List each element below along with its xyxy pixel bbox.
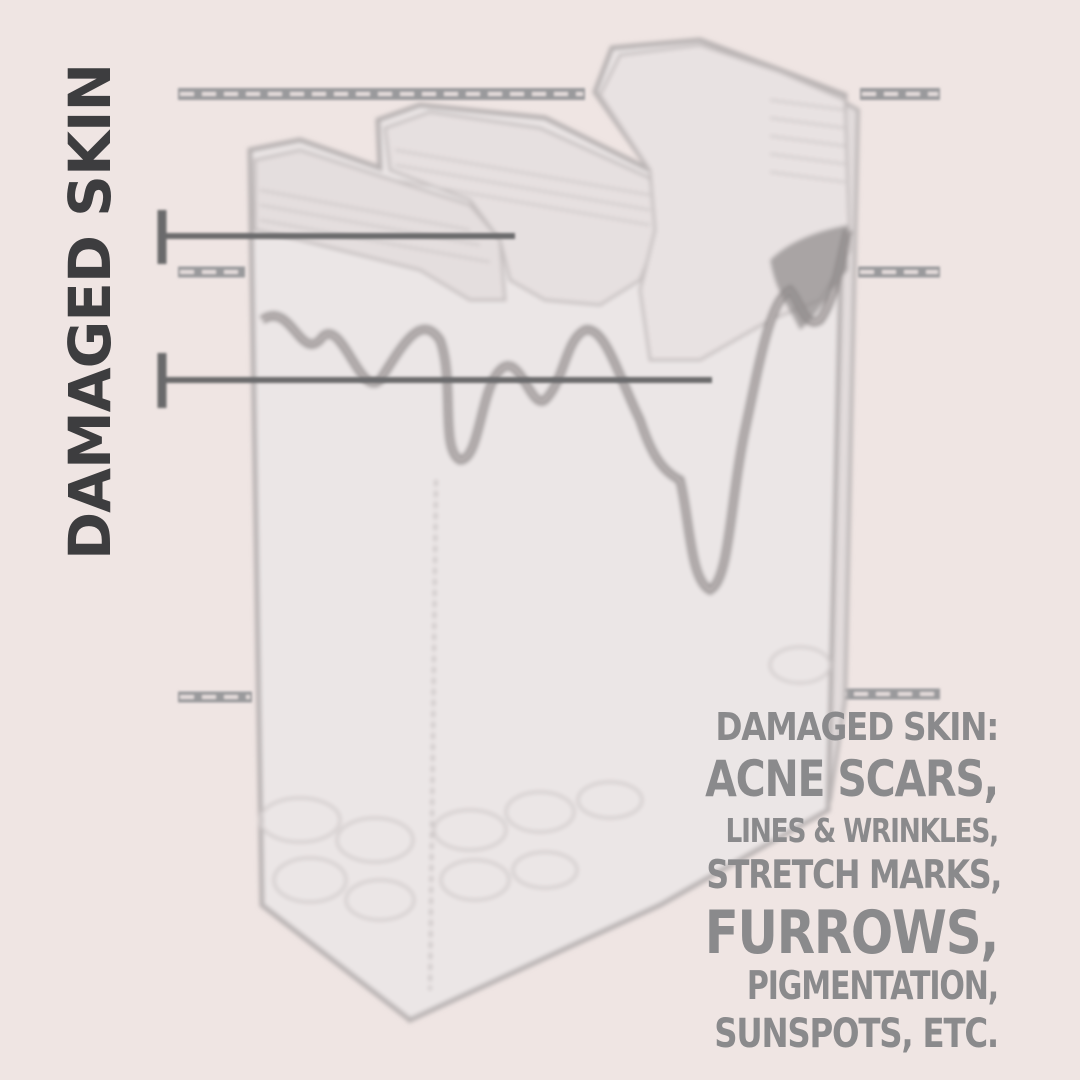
fat-cells bbox=[258, 645, 832, 922]
caption-line-1: DAMAGED SKIN: bbox=[715, 705, 999, 749]
pigment-deposit bbox=[770, 225, 848, 330]
pointer-lines bbox=[157, 210, 712, 408]
damage-caption: DAMAGED SKIN: ACNE SCARS, LINES & WRINKL… bbox=[638, 705, 1003, 1057]
caption-line-3: LINES & WRINKLES, bbox=[725, 811, 999, 850]
hair-follicle-line bbox=[428, 479, 438, 991]
caption-line-5: FURROWS, bbox=[704, 898, 999, 968]
caption-line-6: PIGMENTATION, bbox=[746, 964, 999, 1009]
stratum-lines bbox=[259, 99, 846, 263]
dermal-epidermal-junction-inner bbox=[261, 229, 850, 592]
skin-block bbox=[247, 37, 861, 1024]
vertical-title: DAMAGED SKIN bbox=[56, 63, 124, 561]
caption-line-2: ACNE SCARS, bbox=[705, 750, 999, 808]
caption-line-7: SUNSPOTS, ETC. bbox=[714, 1011, 999, 1057]
caption-line-4: STRETCH MARKS, bbox=[706, 853, 1002, 898]
dashed-reference-lines bbox=[178, 88, 940, 703]
